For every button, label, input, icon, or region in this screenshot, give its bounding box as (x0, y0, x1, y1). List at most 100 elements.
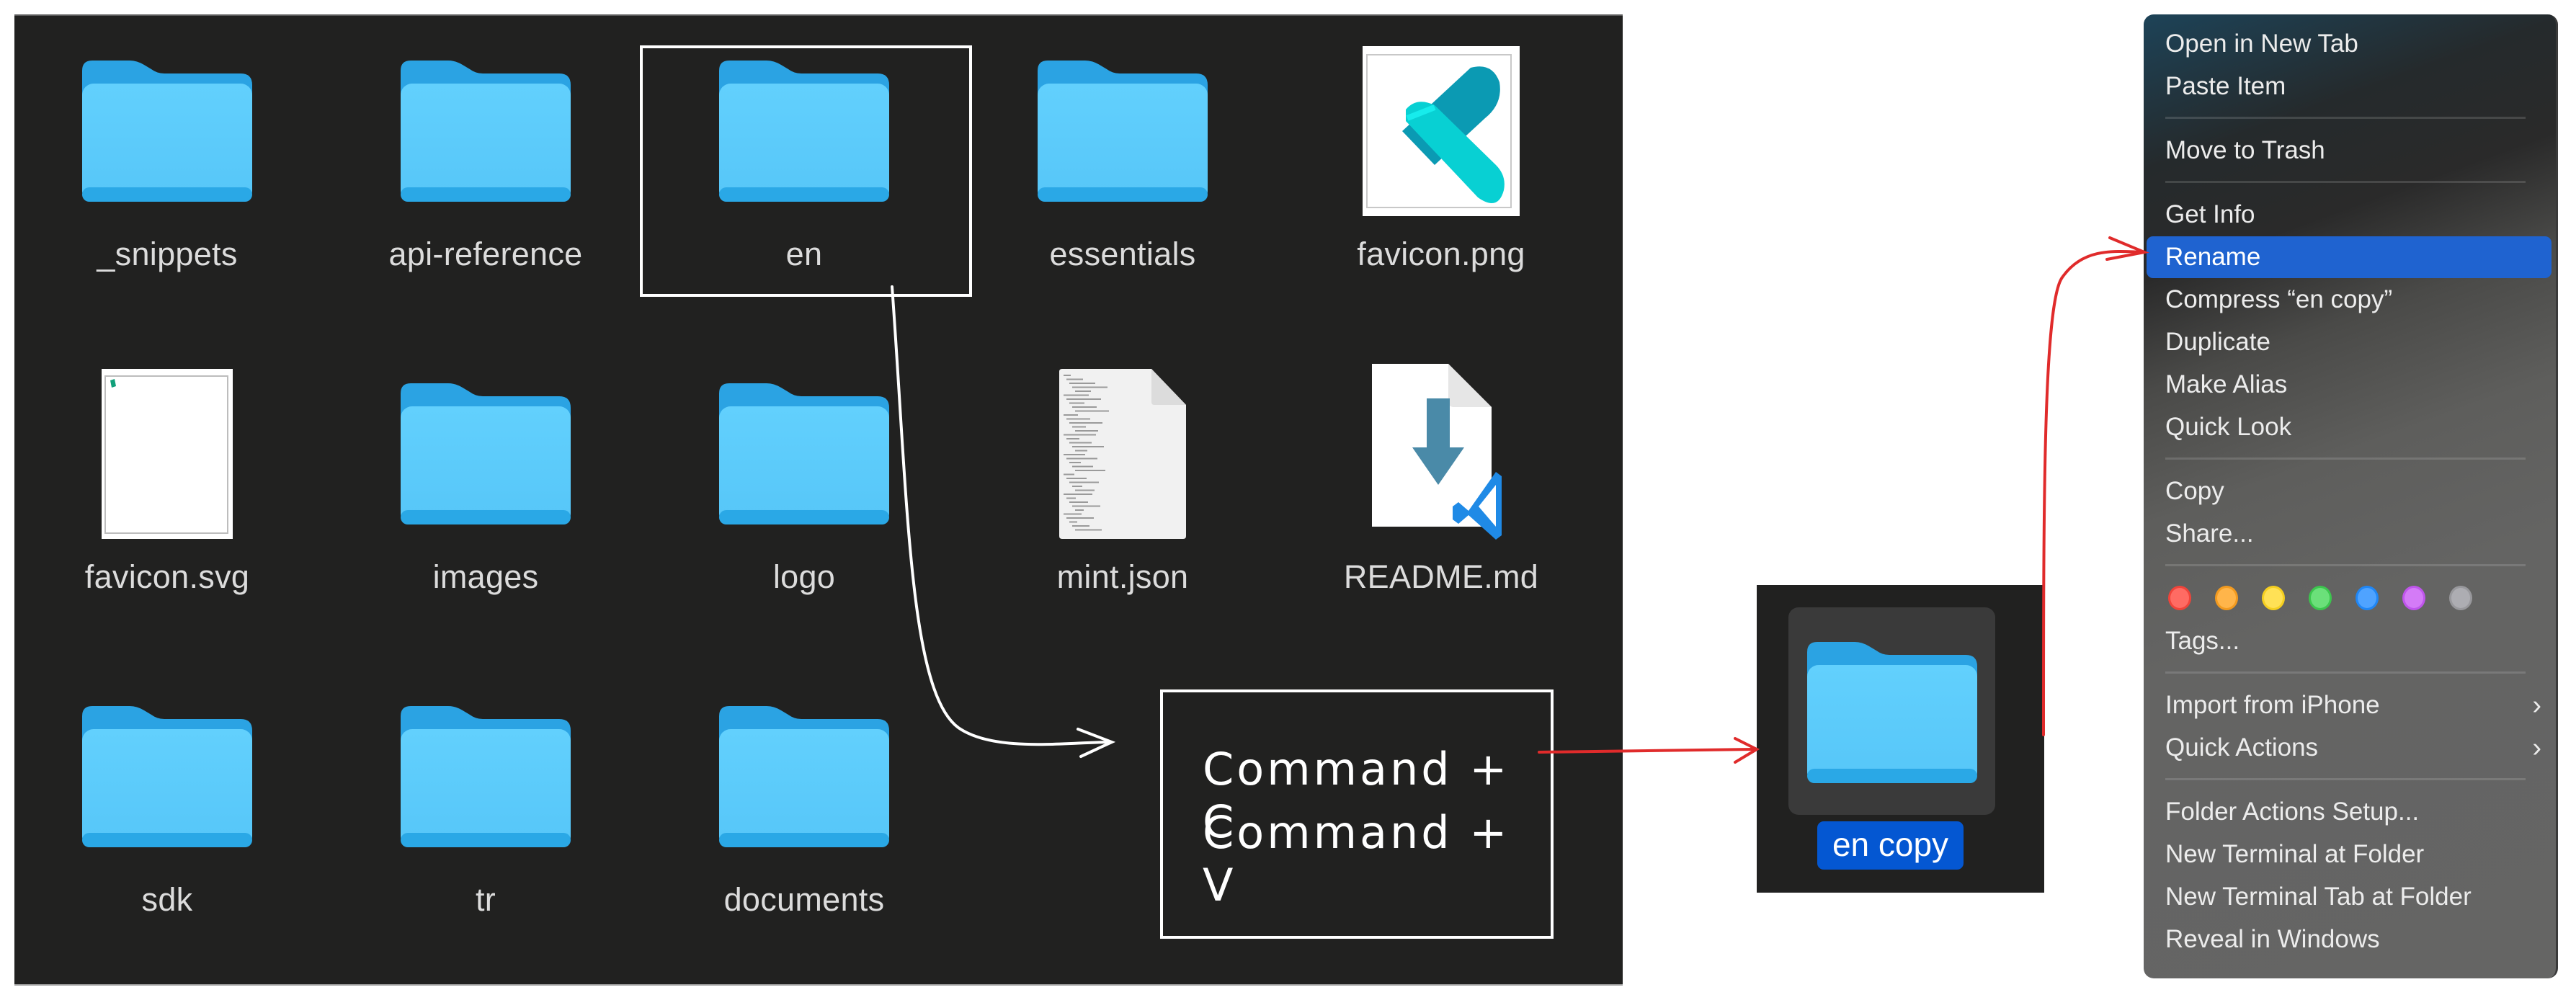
finder-item[interactable]: _snippets (9, 23, 326, 282)
menu-item-quick-actions[interactable]: Quick Actions › (2147, 727, 2552, 769)
finder-item[interactable]: favicon.png (1283, 23, 1600, 282)
menu-item-quick-look[interactable]: Quick Look (2147, 406, 2552, 448)
menu-item-label: Rename (2165, 243, 2261, 271)
menu-item-label: Paste Item (2165, 72, 2286, 100)
vscode-markdown-file-icon[interactable] (1283, 364, 1600, 540)
json-document-icon[interactable] (964, 367, 1281, 540)
folder-icon[interactable] (646, 690, 963, 863)
folder-icon[interactable] (9, 690, 326, 863)
folder-icon[interactable] (9, 45, 326, 218)
en-folder-annotation-box (640, 45, 972, 297)
tag-green-dot[interactable] (2309, 586, 2332, 610)
folder-icon[interactable] (1807, 642, 1977, 783)
menu-item-new-terminal-tab-at-folder[interactable]: New Terminal Tab at Folder (2147, 876, 2552, 918)
menu-item-label: Import from iPhone (2165, 691, 2380, 719)
menu-item-label: New Terminal at Folder (2165, 840, 2425, 868)
finder-item-label: api-reference (388, 236, 583, 272)
finder-item-label: tr (475, 881, 496, 918)
finder-item[interactable]: logo (646, 346, 963, 605)
tag-orange-dot[interactable] (2215, 586, 2238, 610)
finder-item-label: images (432, 558, 539, 595)
chevron-right-icon: › (2532, 733, 2541, 763)
tag-purple-dot[interactable] (2402, 586, 2425, 610)
menu-separator (2165, 457, 2526, 460)
folder-icon[interactable] (327, 45, 644, 218)
finder-item[interactable]: README.md (1283, 346, 1600, 605)
menu-item-import-from-iphone[interactable]: Import from iPhone › (2147, 684, 2552, 726)
menu-separator (2165, 181, 2526, 183)
menu-item-label: Reveal in Windows (2165, 925, 2380, 953)
menu-item-move-to-trash[interactable]: Move to Trash (2147, 130, 2552, 171)
folder-icon[interactable] (646, 45, 963, 218)
menu-item-make-alias[interactable]: Make Alias (2147, 364, 2552, 406)
finder-item-label: mint.json (1056, 558, 1189, 595)
menu-item-compress-en-copy[interactable]: Compress “en copy” (2147, 279, 2552, 321)
menu-item-folder-actions-setup[interactable]: Folder Actions Setup... (2147, 791, 2552, 833)
menu-item-reveal-in-windows[interactable]: Reveal in Windows (2147, 919, 2552, 960)
menu-item-share[interactable]: Share... (2147, 513, 2552, 555)
finder-item-label: _snippets (97, 236, 238, 272)
folder-icon[interactable] (327, 690, 644, 863)
menu-item-get-info[interactable]: Get Info (2147, 194, 2552, 236)
rename-field[interactable]: en copy (1817, 821, 1964, 870)
finder-item[interactable]: en (646, 23, 963, 282)
finder-item-label: README.md (1343, 558, 1539, 595)
menu-item-paste-item[interactable]: Paste Item (2147, 66, 2552, 107)
menu-separator (2165, 117, 2526, 119)
finder-item[interactable]: api-reference (327, 23, 644, 282)
finder-item[interactable]: tr (327, 669, 644, 928)
menu-separator (2165, 564, 2526, 566)
menu-separator (2165, 671, 2526, 674)
finder-item-label: favicon.png (1357, 236, 1525, 272)
finder-item[interactable]: favicon.svg (9, 346, 326, 605)
finder-item-label: essentials (1049, 236, 1196, 272)
copy-shortcut-text: Command + C (1203, 743, 1510, 848)
shortcut-annotation-box: Command + C Command + V (1160, 689, 1554, 939)
menu-item-label: Quick Look (2165, 413, 2292, 441)
menu-item-duplicate[interactable]: Duplicate (2147, 321, 2552, 363)
favicon-svg-thumbnail-icon[interactable] (9, 367, 326, 540)
finder-item[interactable]: documents (646, 669, 963, 928)
menu-item-new-terminal-at-folder[interactable]: New Terminal at Folder (2147, 834, 2552, 875)
folder-icon[interactable] (646, 367, 963, 540)
menu-item-copy[interactable]: Copy (2147, 470, 2552, 512)
finder-item[interactable]: essentials (964, 23, 1281, 282)
menu-item-label: Copy (2165, 477, 2224, 505)
finder-item[interactable]: images (327, 346, 644, 605)
menu-item-label: Open in New Tab (2165, 30, 2358, 58)
menu-item-tags[interactable]: Tags... (2147, 620, 2552, 662)
menu-item-label: Folder Actions Setup... (2165, 798, 2420, 826)
finder-item[interactable]: mint.json (964, 346, 1281, 605)
finder-item-label: logo (772, 558, 836, 595)
tag-red-dot[interactable] (2168, 586, 2191, 610)
finder-item-label: favicon.svg (84, 558, 250, 595)
tag-yellow-dot[interactable] (2262, 586, 2285, 610)
tag-blue-dot[interactable] (2356, 586, 2379, 610)
menu-separator (2165, 778, 2526, 780)
finder-item[interactable]: sdk (9, 669, 326, 928)
menu-item-label: Tags... (2165, 627, 2240, 655)
menu-item-rename[interactable]: Rename (2147, 236, 2552, 278)
tag-gray-dot[interactable] (2449, 586, 2472, 610)
menu-item-label: Move to Trash (2165, 136, 2325, 164)
folder-icon[interactable] (964, 45, 1281, 218)
menu-item-label: New Terminal Tab at Folder (2165, 883, 2472, 911)
finder-item-label: en (785, 236, 823, 272)
menu-item-label: Duplicate (2165, 328, 2270, 356)
menu-item-label: Make Alias (2165, 370, 2288, 398)
menu-item-open-in-new-tab[interactable]: Open in New Tab (2147, 23, 2552, 65)
finder-item-label: sdk (141, 881, 193, 918)
finder-icon-grid: _snippets api-reference en essentials (14, 14, 1623, 986)
menu-item-label: Quick Actions (2165, 733, 2319, 762)
red-arrow-to-rename (2042, 236, 2149, 736)
menu-item-label: Share... (2165, 519, 2254, 548)
paste-shortcut-text: Command + V (1203, 806, 1510, 911)
menu-item-label: Compress “en copy” (2165, 285, 2393, 313)
chevron-right-icon: › (2532, 690, 2541, 720)
copied-folder-panel: en copy (1757, 585, 2044, 893)
menu-item-label: Get Info (2165, 200, 2255, 228)
finder-item-label: documents (723, 881, 885, 918)
favicon-png-thumbnail-icon[interactable] (1283, 45, 1600, 218)
folder-icon[interactable] (327, 367, 644, 540)
